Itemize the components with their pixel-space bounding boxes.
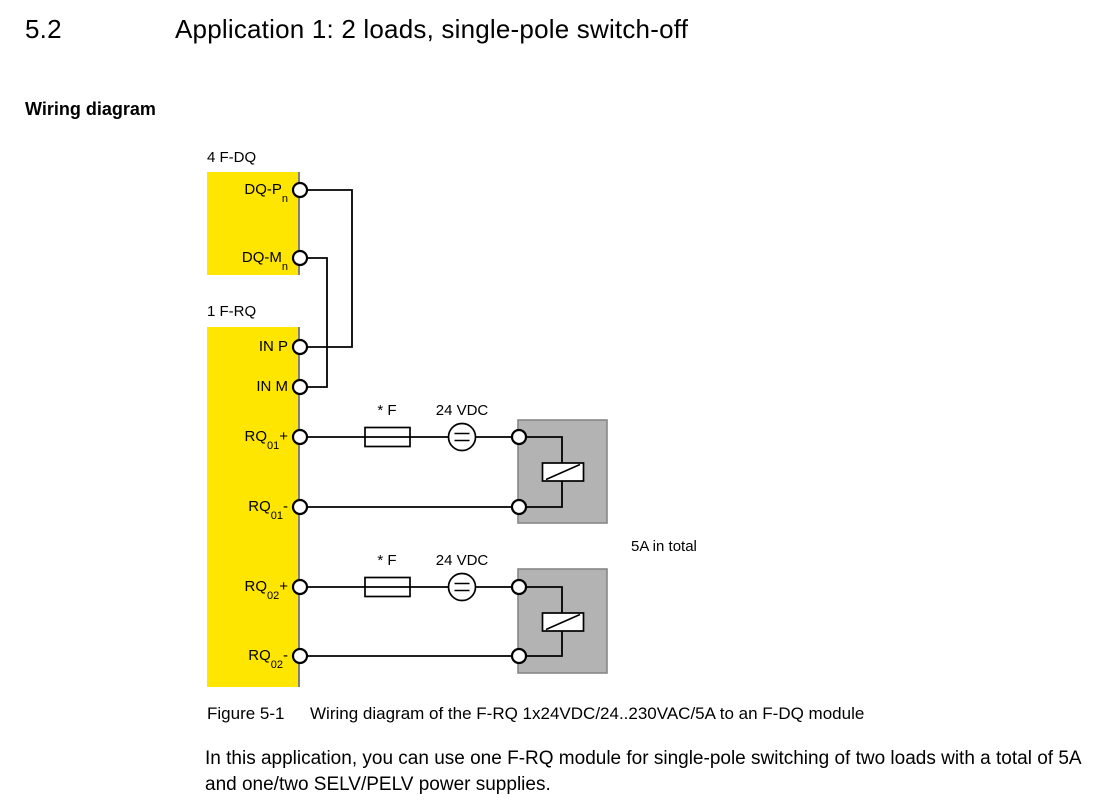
terminal-label-rq02p: RQ02+ bbox=[200, 577, 288, 602]
terminal-label-dqp: DQ-Pn bbox=[200, 180, 288, 205]
terminal-suffix: - bbox=[283, 498, 288, 515]
terminal-base: DQ-P bbox=[244, 181, 282, 198]
terminal-label-dqm: DQ-Mn bbox=[200, 248, 288, 273]
terminal-suffix: + bbox=[279, 428, 288, 445]
terminal-label-inm: IN M bbox=[200, 377, 288, 397]
dc-supply-lines-1 bbox=[454, 432, 470, 442]
dc-supply-symbol-1 bbox=[447, 422, 477, 452]
supply-label-2: 24 VDC bbox=[435, 552, 489, 569]
dc-supply-lines-2 bbox=[454, 582, 470, 592]
dc-supply-symbol-2 bbox=[447, 572, 477, 602]
terminal-label-inp: IN P bbox=[200, 337, 288, 357]
terminal-sub: 01 bbox=[266, 440, 280, 452]
fdq-module-label: 4 F-DQ bbox=[207, 149, 257, 166]
fuse-symbol-1 bbox=[364, 426, 411, 448]
load-box-1 bbox=[517, 419, 608, 524]
terminal-sub: 01 bbox=[270, 510, 283, 522]
terminal-suffix: + bbox=[279, 578, 288, 595]
fdq-module-box bbox=[207, 172, 300, 275]
terminal-sub: 02 bbox=[266, 590, 280, 602]
wiring-diagram-artwork bbox=[291, 181, 608, 674]
figure-caption-label: Figure 5-1 bbox=[207, 704, 285, 723]
terminal-sub: n bbox=[281, 193, 288, 205]
wire-paths bbox=[300, 189, 563, 657]
section-title: Application 1: 2 loads, single-pole swit… bbox=[175, 14, 689, 44]
figure-caption-text: Wiring diagram of the F-RQ 1x24VDC/24..2… bbox=[310, 704, 865, 723]
relay-coil-diagonal-2 bbox=[545, 613, 581, 631]
terminal-base: IN M bbox=[256, 378, 288, 395]
fuse-label-1: * F bbox=[377, 402, 397, 419]
load1-terminal-top bbox=[510, 428, 528, 446]
frq-module-box bbox=[207, 327, 300, 687]
terminal-suffix: - bbox=[283, 647, 288, 664]
terminal-base: RQ bbox=[248, 647, 271, 664]
terminal-sub: 02 bbox=[270, 659, 283, 671]
supply-label-1: 24 VDC bbox=[435, 402, 489, 419]
fuse-label-2: * F bbox=[377, 552, 397, 569]
terminal-base: DQ-M bbox=[241, 249, 282, 266]
load-box-2 bbox=[517, 568, 608, 674]
load2-terminal-top bbox=[510, 578, 528, 596]
terminal-label-rq01m: RQ01- bbox=[200, 497, 288, 522]
terminal-sub: n bbox=[281, 261, 288, 273]
body-paragraph: In this application, you can use one F-R… bbox=[205, 748, 1081, 795]
load2-terminal-bottom bbox=[510, 647, 528, 665]
terminal-base: RQ bbox=[248, 498, 271, 515]
terminal-base: RQ bbox=[244, 578, 267, 595]
terminal-base: IN P bbox=[258, 338, 288, 355]
terminal-label-rq02m: RQ02- bbox=[200, 646, 288, 671]
section-number: 5.2 bbox=[25, 14, 62, 44]
wiring-diagram-subheading: Wiring diagram bbox=[25, 99, 156, 119]
load1-terminal-bottom bbox=[510, 498, 528, 516]
total-current-note: 5A in total bbox=[631, 538, 697, 555]
terminal-base: RQ bbox=[244, 428, 267, 445]
frq-module-label: 1 F-RQ bbox=[207, 303, 257, 320]
terminal-label-rq01p: RQ01+ bbox=[200, 427, 288, 452]
relay-coil-diagonal-1 bbox=[545, 463, 581, 481]
relay-coil-symbol-2 bbox=[541, 612, 585, 632]
fuse-symbol-2 bbox=[364, 576, 411, 598]
relay-coil-symbol-1 bbox=[541, 462, 585, 482]
